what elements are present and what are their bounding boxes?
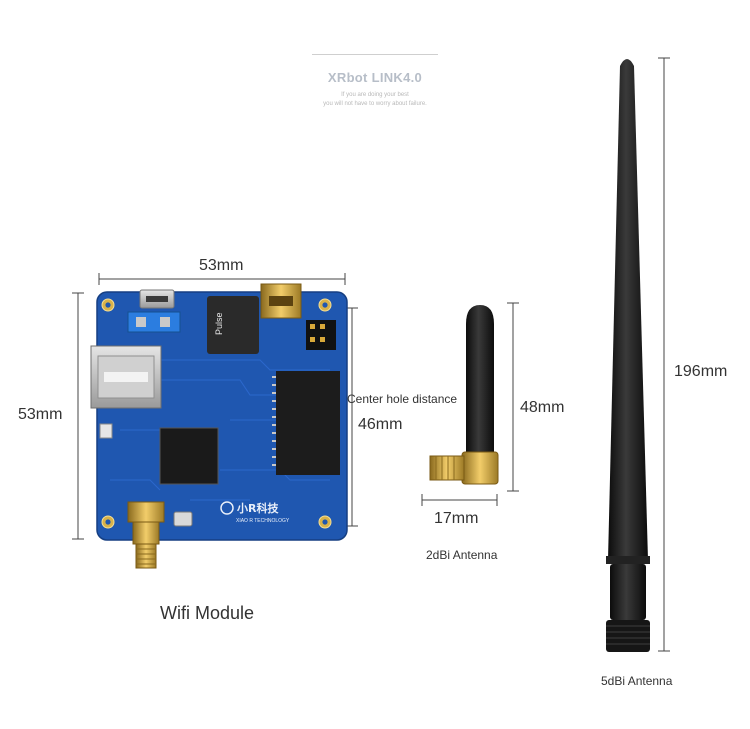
hole-distance-label: Center hole distance: [347, 392, 458, 406]
board-width-dimension: [98, 273, 346, 285]
brand-tagline-1: If you are doing your best: [341, 92, 409, 98]
wifi-module-caption: Wifi Module: [160, 603, 255, 623]
small-antenna-height-label: 48mm: [520, 399, 565, 416]
small-antenna-width-label: 17mm: [434, 510, 479, 527]
brand-title: XRbot LINK4.0: [327, 70, 423, 85]
board-height-label: 53mm: [18, 406, 63, 423]
board-height-dimension: [72, 292, 84, 540]
brand-tagline-2: you will not have to worry about failure…: [323, 101, 427, 107]
small-antenna-dimensions: [421, 302, 519, 506]
large-antenna-height-label: 196mm: [674, 363, 728, 380]
small-antenna-caption: 2dBi Antenna: [426, 548, 498, 562]
wifi-module-board: Pulse 小R科技: [90, 283, 348, 569]
large-antenna-caption: 5dBi Antenna: [601, 674, 673, 688]
chip-marking: Pulse: [214, 312, 224, 335]
small-antenna: [429, 305, 499, 485]
board-width-label: 53mm: [199, 257, 244, 274]
silkscreen-brand: 小R科技: [236, 501, 279, 515]
large-antenna-dimension: [658, 57, 670, 652]
header-divider: [312, 54, 438, 55]
silkscreen-sub: XIAO R TECHNOLOGY: [236, 518, 290, 524]
hole-distance-value: 46mm: [358, 416, 403, 433]
hole-distance-dimension: [346, 307, 358, 527]
large-antenna: [606, 59, 650, 652]
